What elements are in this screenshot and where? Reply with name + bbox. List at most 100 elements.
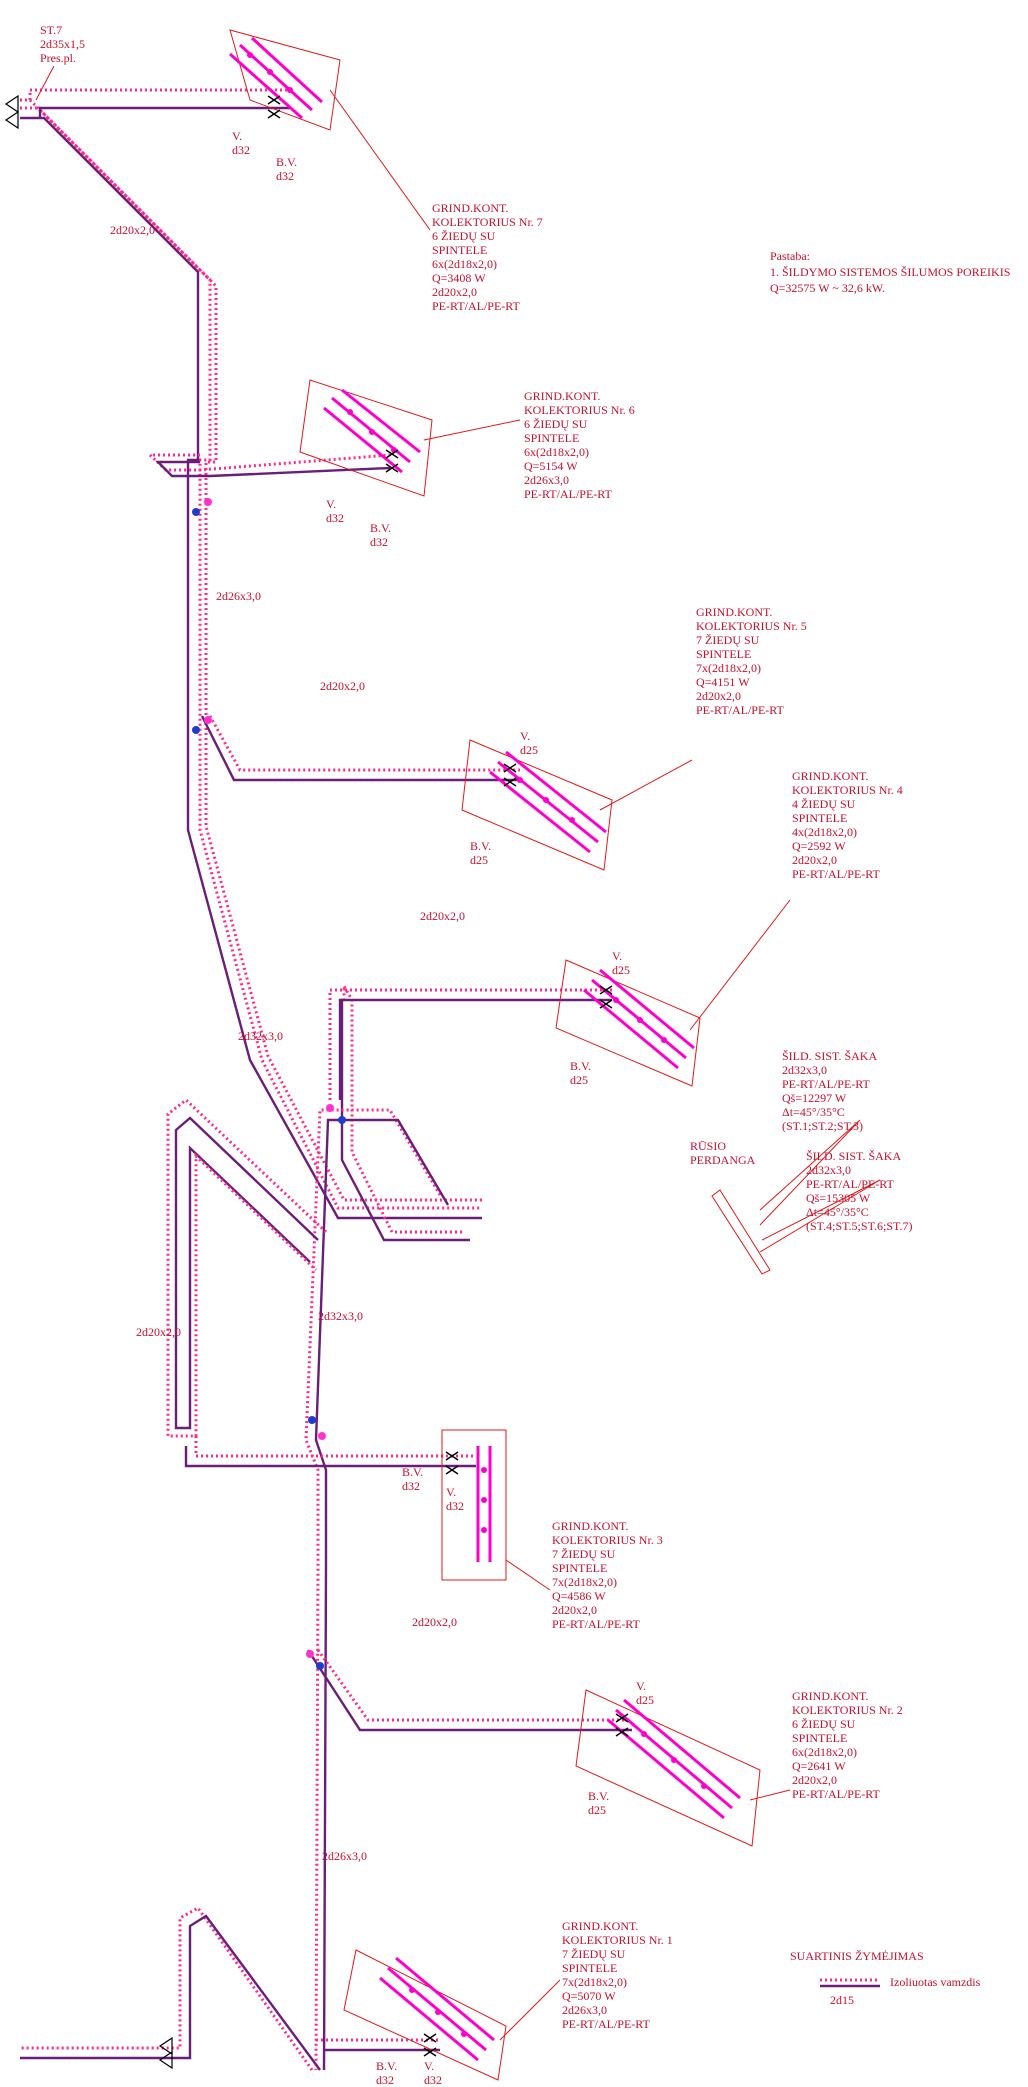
collector-line: 7x(2d18x2,0) [696,661,761,675]
collector-line: PE-RT/AL/PE-RT [524,487,613,501]
branch-return-pipe [340,1000,470,1242]
collector-line: 7x(2d18x2,0) [552,1575,617,1589]
collector-k5-symbol [461,739,613,871]
collector-line: PE-RT/AL/PE-RT [696,703,785,717]
collector-line: Q=4586 W [552,1589,606,1603]
valve-label: V. [326,497,336,511]
pipe-size-label: 2d26x3,0 [322,1849,367,1863]
legend-size: 2d15 [830,1993,854,2007]
branch-k4-supply [328,988,612,1100]
collector-line: 7 ŽIEDŲ SU [696,633,760,647]
coil-dot [701,1783,707,1789]
collector-line: Q=2641 W [792,1759,846,1773]
branch-line: PE-RT/AL/PE-RT [782,1077,871,1091]
collector-line: Q=5070 W [562,1989,616,2003]
valve-label: V. [446,1485,456,1499]
branch-k7-return [38,106,290,118]
collector-line: 2d26x3,0 [562,2003,607,2017]
leader-branch-b [759,1179,881,1253]
collector-title: GRIND.KONT. [432,201,508,215]
collector-k7-label: GRIND.KONT. KOLEKTORIUS Nr. 7 6 ŽIEDŲ SU… [232,129,543,313]
valve-icon [503,763,517,787]
collector-line: SPINTELE [552,1561,607,1575]
pipe-size-labels: 2d20x2,0 2d26x3,0 2d20x2,0 2d20x2,0 2d32… [110,223,465,1863]
collector-line: 6 ŽIEDŲ SU [792,1717,856,1731]
valve-size: d32 [326,511,344,525]
collector-k4-symbol [555,959,701,1087]
collector-k2-symbol [575,1689,761,1847]
collector-line: 7x(2d18x2,0) [562,1975,627,1989]
branch-line: (ST.1;ST.2;ST.3) [782,1119,863,1133]
valve-label: V. [520,729,530,743]
collector-k3-label: GRIND.KONT. KOLEKTORIUS Nr. 3 7 ŽIEDŲ SU… [402,1465,663,1631]
valve-label: V. [636,1679,646,1693]
coil-dot [481,1497,487,1503]
collector-line: 7 ŽIEDŲ SU [562,1947,626,1961]
branch-b-label: ŠILD. SIST. ŠAKA 2d32x3,0 PE-RT/AL/PE-RT… [806,1149,912,1233]
collector-box [575,1689,761,1847]
note-title: Pastaba: [770,249,810,263]
collector-line: PE-RT/AL/PE-RT [792,1787,881,1801]
main-return-pipe [20,116,482,1220]
slab-line: RŪSIO [690,1139,726,1153]
leader-lines [35,65,881,2041]
coil-dot [671,1757,677,1763]
branch-k3-return [184,1446,476,1468]
valve-size: d32 [376,2073,394,2087]
valve-icon [615,1713,629,1737]
collector-line: PE-RT/AL/PE-RT [552,1617,641,1631]
branch-line: Δt=45°/35°C [806,1205,869,1219]
pipe-size-label: 2d32x3,0 [318,1309,363,1323]
node-dot [192,508,200,516]
node-dot [204,498,212,506]
slab-break-symbol [711,1189,771,1275]
collector-line: 2d26x3,0 [524,473,569,487]
main-supply-pipe [20,106,482,1210]
node-dot [338,1116,346,1124]
riser-label: ST.7 2d35x1,5 Pres.pl. [40,23,85,65]
coil-dot [247,52,253,58]
note-block: Pastaba: 1. ŠILDYMO SISTEMOS ŠILUMOS POR… [770,249,1010,295]
branch-line: Qš=12297 W [782,1091,847,1105]
coil-dot [481,1467,487,1473]
leader-k1 [499,1979,561,2041]
collector-branches [28,88,632,2052]
collector-line: KOLEKTORIUS Nr. 6 [524,403,635,417]
riser-top-arrow-2-icon [4,110,19,130]
collector-box [299,379,433,497]
coil-dot [517,777,523,783]
valve-size: d32 [370,535,388,549]
collector-line: KOLEKTORIUS Nr. 2 [792,1703,903,1717]
collector-line: SPINTELE [792,1731,847,1745]
collector-k3-symbol [441,1429,507,1581]
branch-k2-supply [316,1649,632,1722]
collector-line: 2d20x2,0 [792,853,837,867]
coil-dot [569,817,575,823]
collector-title: GRIND.KONT. [524,389,600,403]
collector-line: PE-RT/AL/PE-RT [562,2017,651,2031]
leader-riser [35,65,55,101]
slab-label: RŪSIO PERDANGA [690,1139,756,1167]
lower-return-pipe [314,1118,450,2071]
collector-coil [476,1446,492,1562]
collector-k1-symbol [343,1949,507,2081]
collector-title: GRIND.KONT. [792,1689,868,1703]
valve-label: B.V. [570,1059,591,1073]
collector-title: GRIND.KONT. [552,1519,628,1533]
leader-k4 [689,899,791,1031]
branch-k7-supply [28,88,290,100]
leader-k6 [423,419,521,441]
collector-box [461,739,613,871]
collector-line: SPINTELE [524,431,579,445]
coil-dot [637,1017,643,1023]
collector-line: 2d20x2,0 [792,1773,837,1787]
slab-line: PERDANGA [690,1153,756,1167]
loop-return-pipe [174,1116,319,1430]
leader-k2 [749,1789,791,1801]
collector-line: 4x(2d18x2,0) [792,825,857,839]
branch-k5-return [200,715,520,782]
riser-bottom-arrow-2-icon [158,2050,173,2070]
branch-k2-return [306,1649,632,1732]
collector-box [555,959,701,1087]
